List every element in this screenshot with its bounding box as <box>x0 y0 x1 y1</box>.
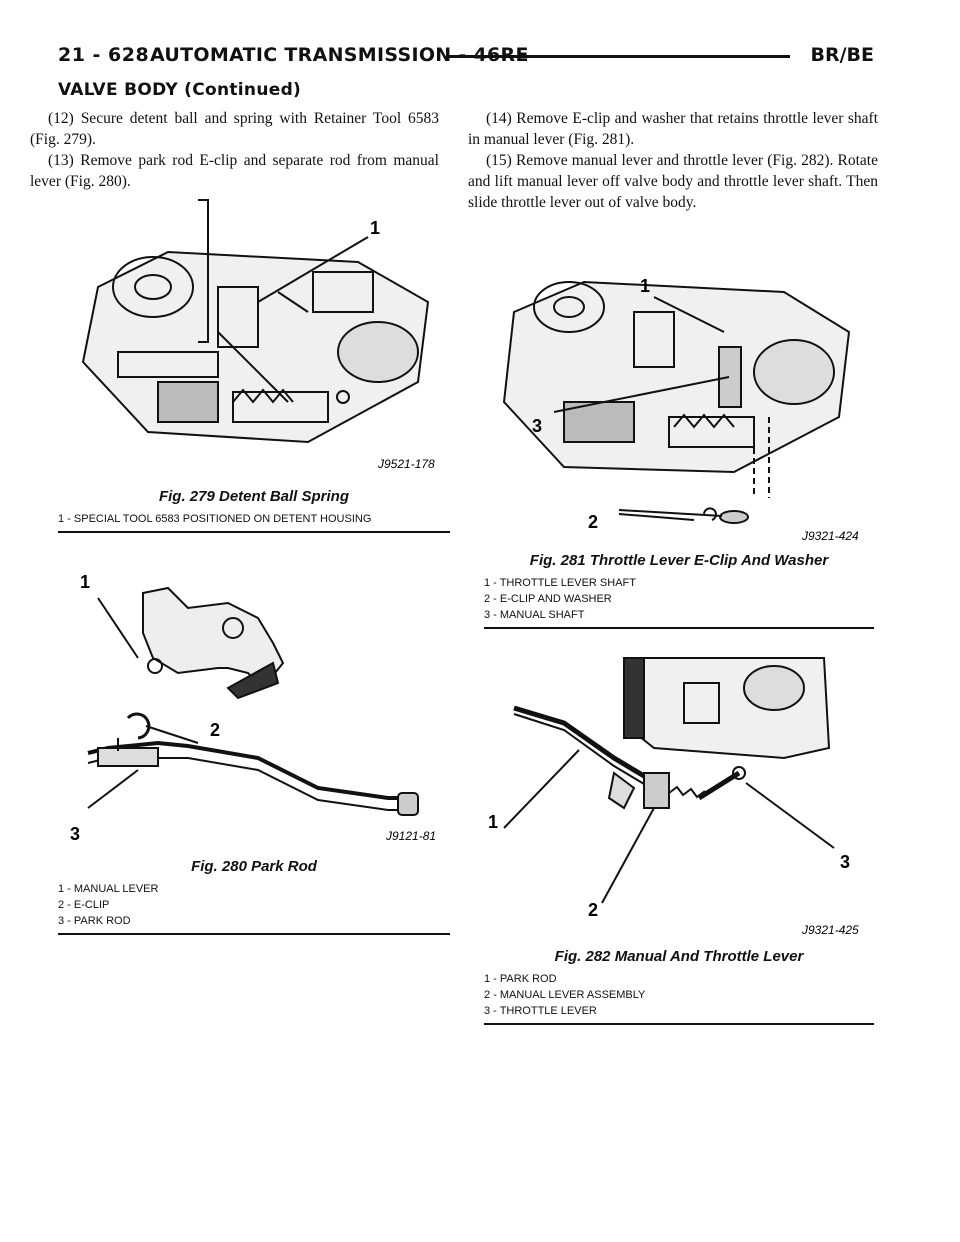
fig280-legend-item-1: 1 - MANUAL LEVER <box>58 883 159 895</box>
fig280-caption: Fig. 280 Park Rod <box>191 858 317 875</box>
fig281-legend-item-2: 2 - E-CLIP AND WASHER <box>484 593 612 605</box>
step-15: (15) Remove manual lever and throttle le… <box>468 152 878 211</box>
fig281-code: J9321-424 <box>801 529 859 543</box>
figure-279: 1 J9521-178 Fig. 279 Detent Ball Spring … <box>58 192 450 533</box>
fig280-legend: 1 - MANUAL LEVER 2 - E-CLIP 3 - PARK ROD <box>58 881 450 935</box>
right-column-text: (14) Remove E-clip and washer that retai… <box>468 108 878 213</box>
park-rod-illustration: 1 2 3 J9121-81 <box>70 572 436 844</box>
fig282-code: J9321-425 <box>801 923 859 937</box>
fig281-legend-item-3: 3 - MANUAL SHAFT <box>484 609 585 621</box>
header-rule <box>446 55 790 58</box>
detent-ball-spring-illustration: 1 J9521-178 <box>81 199 435 471</box>
fig281-callout-3: 3 <box>532 416 542 436</box>
fig281-caption: Fig. 281 Throttle Lever E-Clip And Washe… <box>529 552 829 569</box>
fig279-code: J9521-178 <box>377 457 435 471</box>
model-code: BR/BE <box>810 44 874 66</box>
page-header: 21 - 628 AUTOMATIC TRANSMISSION - 46RE B… <box>58 44 874 78</box>
fig279-legend-item-1: 1 - SPECIAL TOOL 6583 POSITIONED ON DETE… <box>58 513 372 525</box>
fig281-legend: 1 - THROTTLE LEVER SHAFT 2 - E-CLIP AND … <box>484 575 874 629</box>
step-13: (13) Remove park rod E-clip and separate… <box>30 152 439 190</box>
fig279-callout-1: 1 <box>370 218 380 238</box>
step-12: (12) Secure detent ball and spring with … <box>30 110 439 148</box>
fig279-legend: 1 - SPECIAL TOOL 6583 POSITIONED ON DETE… <box>58 511 450 533</box>
figure-280: 1 2 3 J9121-81 Fig. 280 Park Rod 1 - MAN… <box>58 558 450 935</box>
fig282-legend-item-1: 1 - PARK ROD <box>484 973 557 985</box>
fig281-callout-2: 2 <box>588 512 598 532</box>
chapter-title: AUTOMATIC TRANSMISSION - 46RE <box>150 44 529 66</box>
page-number: 21 - 628 <box>58 44 150 66</box>
fig280-callout-1: 1 <box>80 572 90 592</box>
fig280-callout-3: 3 <box>70 824 80 844</box>
figure-281: 1 2 3 J9321-424 Fig. 281 Throttle Lever … <box>484 252 874 629</box>
fig279-caption: Fig. 279 Detent Ball Spring <box>158 488 350 505</box>
fig282-callout-1: 1 <box>488 812 498 832</box>
fig280-code: J9121-81 <box>385 829 436 843</box>
fig282-callout-3: 3 <box>840 852 850 872</box>
fig280-legend-item-2: 2 - E-CLIP <box>58 899 110 911</box>
fig282-legend-item-2: 2 - MANUAL LEVER ASSEMBLY <box>484 989 646 1001</box>
fig280-callout-2: 2 <box>210 720 220 740</box>
step-14: (14) Remove E-clip and washer that retai… <box>468 110 878 148</box>
fig280-legend-item-3: 3 - PARK ROD <box>58 915 131 927</box>
throttle-lever-eclip-illustration: 1 2 3 J9321-424 <box>502 276 859 543</box>
fig281-callout-1: 1 <box>640 276 650 296</box>
left-column-text: (12) Secure detent ball and spring with … <box>30 108 439 192</box>
section-title: VALVE BODY (Continued) <box>58 80 302 100</box>
fig282-caption: Fig. 282 Manual And Throttle Lever <box>554 948 804 965</box>
fig282-callout-2: 2 <box>588 900 598 920</box>
figure-282: 1 2 3 J9321-425 Fig. 282 Manual And Thro… <box>484 648 874 1025</box>
fig282-legend-item-3: 3 - THROTTLE LEVER <box>484 1005 597 1017</box>
fig281-legend-item-1: 1 - THROTTLE LEVER SHAFT <box>484 577 636 589</box>
manual-throttle-lever-illustration: 1 2 3 J9321-425 <box>488 657 859 937</box>
fig282-legend: 1 - PARK ROD 2 - MANUAL LEVER ASSEMBLY 3… <box>484 971 874 1025</box>
